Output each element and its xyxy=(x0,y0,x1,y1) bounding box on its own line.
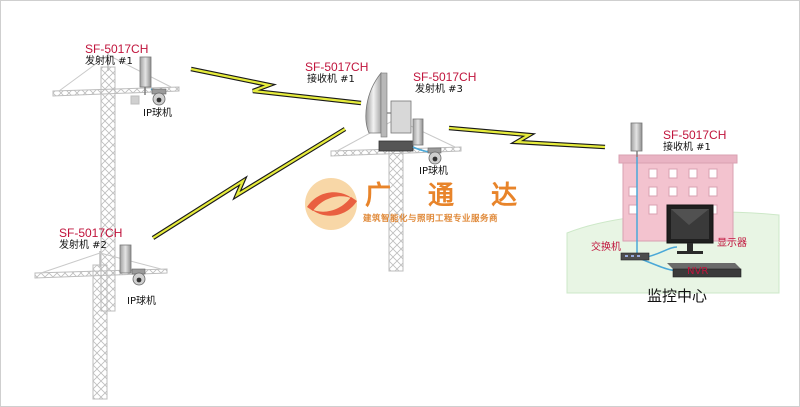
building-icon xyxy=(618,154,738,242)
ip-dome-camera-icon xyxy=(150,88,167,106)
ip-dome-camera-icon xyxy=(412,146,442,165)
ip-dome-camera-icon xyxy=(131,268,146,286)
tower-crane-icon xyxy=(52,53,180,312)
monitor-icon xyxy=(666,204,714,254)
monitor-label: 显示器 xyxy=(717,238,747,249)
radio-transmitter-icon xyxy=(630,122,643,157)
relay-receiver-role-label: 接收机 #1 xyxy=(307,74,355,85)
tx2-camera-label: IP球机 xyxy=(127,296,156,307)
brand-tagline: 建筑智能化与照明工程专业服务商 xyxy=(363,214,499,224)
radio-transmitter-icon xyxy=(365,71,412,138)
switch-label: 交换机 xyxy=(591,242,621,253)
network-switch-icon xyxy=(620,252,650,261)
wireless-link-icon xyxy=(448,125,606,150)
radio-transmitter-icon xyxy=(139,56,152,95)
radio-transmitter-icon xyxy=(119,244,132,274)
radio-transmitter-icon xyxy=(412,118,424,146)
tx3-model-label: SF-5017CH xyxy=(413,70,477,84)
tx2-model-label: SF-5017CH xyxy=(59,226,123,240)
nvr-label: NVR xyxy=(687,266,709,277)
tx2-role-label: 发射机 #2 xyxy=(59,240,107,251)
wireless-link-icon xyxy=(151,127,347,240)
brand-logo-icon xyxy=(305,178,357,230)
center-receiver-role-label: 接收机 #1 xyxy=(663,142,711,153)
relay-receiver-model-label: SF-5017CH xyxy=(305,60,369,74)
wireless-link-icon xyxy=(190,66,362,106)
tx1-camera-label: IP球机 xyxy=(143,108,172,119)
center-receiver-model-label: SF-5017CH xyxy=(663,128,727,142)
tx3-camera-label: IP球机 xyxy=(419,166,448,177)
tx1-model-label: SF-5017CH xyxy=(85,42,149,56)
tx1-role-label: 发射机 #1 xyxy=(85,56,133,67)
tx3-role-label: 发射机 #3 xyxy=(415,84,463,95)
tower-crane-icon xyxy=(34,251,168,400)
brand-name: 广 通 达 xyxy=(365,181,532,211)
nvr-recorder-icon xyxy=(667,263,742,278)
monitoring-center-title: 监控中心 xyxy=(647,287,708,305)
